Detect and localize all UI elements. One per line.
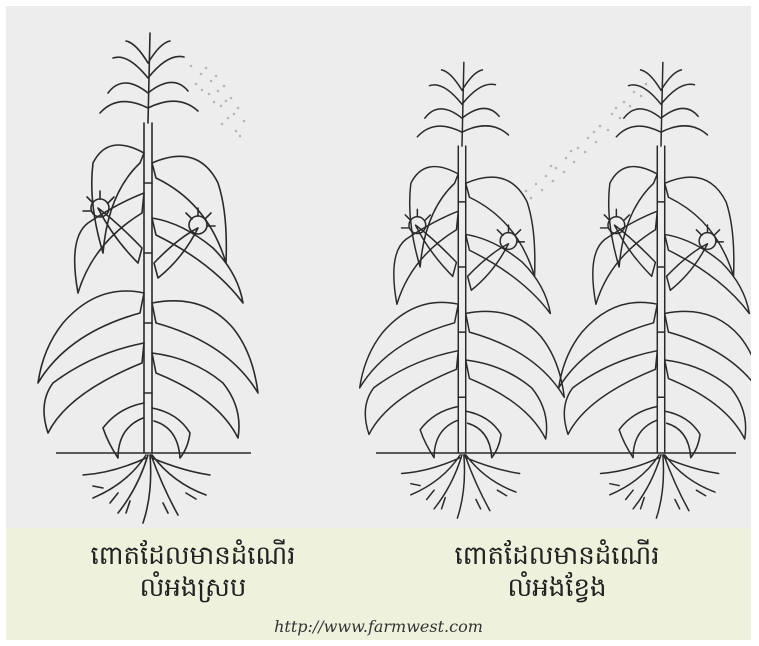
pollen-cloud-left xyxy=(190,65,246,138)
corn-plant-self-pollinating xyxy=(38,33,258,523)
corn-plant-cross-right xyxy=(559,62,751,518)
caption-cross-pollination: ពោតដែលមានដំណើរ លំអងខ្វែង xyxy=(392,540,722,604)
caption-self-pollination: ពោតដែលមានដំណើរ លំអងស្រប xyxy=(28,540,358,604)
caption-right-line2: លំអងខ្វែង xyxy=(392,572,722,604)
corn-plant-cross-left xyxy=(360,62,565,518)
corn-illustration xyxy=(6,6,751,528)
pollen-cloud-right xyxy=(525,83,648,200)
caption-right-line1: ពោតដែលមានដំណើរ xyxy=(392,540,722,572)
caption-left-line1: ពោតដែលមានដំណើរ xyxy=(28,540,358,572)
caption-left-line2: លំអងស្រប xyxy=(28,572,358,604)
source-url: http://www.farmwest.com xyxy=(6,617,751,636)
